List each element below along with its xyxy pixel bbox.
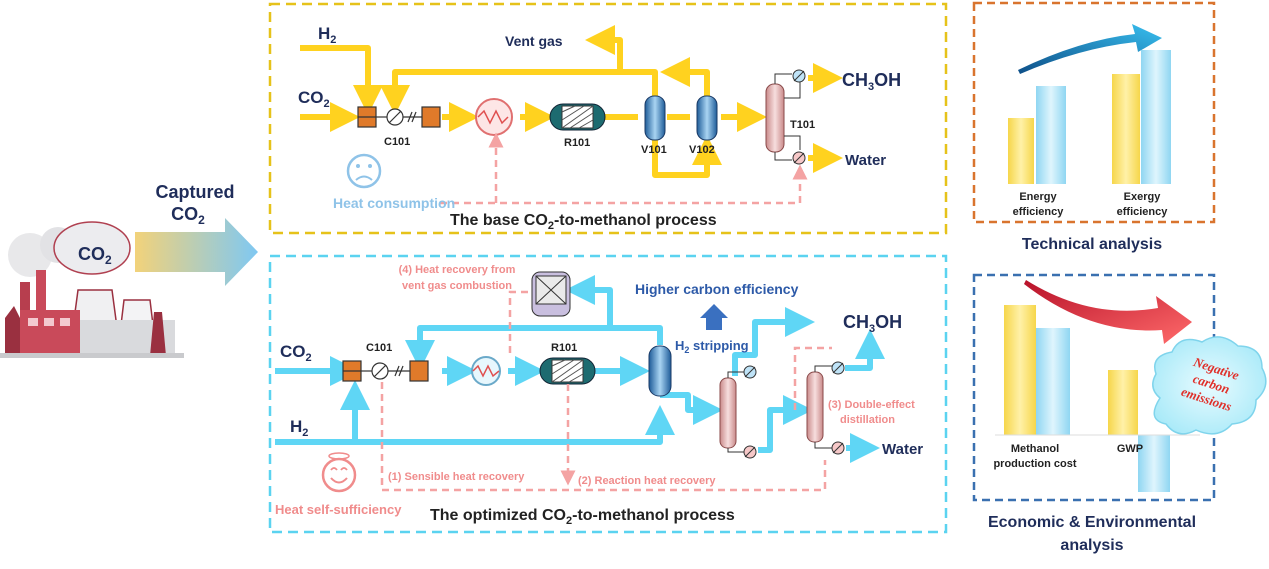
base-t101-label: T101	[790, 119, 815, 131]
plant-co2-label: CO2	[78, 244, 112, 267]
gwp-label: GWP	[1117, 443, 1143, 455]
base-heat-line	[440, 164, 808, 205]
economic-title-line2: analysis	[1060, 537, 1123, 554]
power-plant-icon	[0, 221, 184, 358]
base-streams	[300, 25, 843, 178]
cost-label-line1: Methanol	[1011, 443, 1059, 455]
opt-combustor	[531, 271, 571, 317]
technical-analysis-box	[972, 1, 1216, 224]
base-process-box	[268, 2, 948, 235]
opt-flash-vessel	[648, 345, 672, 397]
higher-carbon-label: Higher carbon efficiency	[635, 281, 799, 297]
base-vent-gas-label: Vent gas	[505, 33, 563, 49]
energy-label-line2: efficiency	[1013, 206, 1065, 218]
technical-up-arrow-icon	[1018, 24, 1162, 74]
energy-bar-base	[1008, 118, 1034, 184]
smile-face-icon	[321, 452, 357, 493]
base-h2-label: H2	[318, 24, 336, 46]
opt-heat-recovery-lines	[380, 290, 832, 492]
base-reactor-r101	[549, 103, 606, 131]
technical-analysis-title: Technical analysis	[1022, 236, 1162, 253]
heat-recovery-4-line1: (4) Heat recovery from	[399, 264, 516, 276]
opt-r101-label: R101	[551, 342, 577, 354]
opt-water-label: Water	[882, 441, 923, 458]
base-v101-label: V101	[641, 144, 667, 156]
base-v102-label: V102	[689, 144, 715, 156]
exergy-label-line2: efficiency	[1117, 206, 1169, 218]
heat-self-sufficiency-label: Heat self-sufficiency	[275, 502, 402, 517]
gwp-bar-base	[1108, 370, 1138, 435]
economic-down-arrow-icon	[1024, 280, 1192, 344]
opt-h2-label: H2	[290, 417, 308, 439]
base-ch3oh-label: CH3OH	[842, 70, 901, 93]
base-co2-label: CO2	[298, 88, 330, 110]
optimized-process-box	[268, 254, 948, 534]
economic-title-line1: Economic & Environmental	[988, 514, 1196, 531]
base-process-title: The base CO2-to-methanol process	[450, 212, 717, 232]
optimized-streams	[275, 275, 885, 463]
opt-heat-exchanger	[471, 356, 501, 386]
captured-co2-arrow	[135, 218, 258, 286]
heat-consumption-label: Heat consumption	[333, 195, 455, 211]
negative-emissions-cloud-icon	[1152, 336, 1267, 435]
cost-label-line2: production cost	[993, 458, 1076, 470]
heat-recovery-4-line2: vent gas combustion	[402, 280, 512, 292]
base-compressor-c101	[357, 106, 441, 128]
opt-reactor-r101	[539, 357, 596, 385]
captured-label-line1: Captured	[155, 182, 234, 202]
base-water-label: Water	[845, 152, 886, 169]
base-column-t101	[765, 69, 806, 165]
sensible-heat-label: (1) Sensible heat recovery	[388, 471, 525, 483]
sad-face-icon	[346, 153, 382, 189]
cost-bar-optimized	[1036, 328, 1070, 435]
double-effect-line1: (3) Double-effect	[828, 399, 915, 411]
captured-label-line2: CO2	[171, 204, 205, 227]
base-flash-v101	[644, 95, 666, 141]
opt-c101-label: C101	[366, 342, 392, 354]
opt-column-2	[806, 361, 845, 455]
optimized-process-title: The optimized CO2-to-methanol process	[430, 507, 735, 527]
opt-ch3oh-label: CH3OH	[843, 312, 902, 335]
reaction-heat-label: (2) Reaction heat recovery	[578, 475, 716, 487]
opt-column-1	[719, 365, 757, 459]
cost-bar-base	[1004, 305, 1036, 435]
opt-compressor-c101	[342, 360, 429, 382]
opt-co2-label: CO2	[280, 342, 312, 364]
exergy-bar-optimized	[1141, 50, 1171, 184]
energy-label-line1: Energy	[1019, 191, 1057, 203]
exergy-bar-base	[1112, 74, 1140, 184]
base-c101-label: C101	[384, 136, 410, 148]
double-effect-line2: distillation	[840, 414, 895, 426]
base-heat-exchanger	[475, 98, 513, 136]
gwp-bar-optimized	[1138, 435, 1170, 492]
higher-carbon-arrow	[700, 304, 728, 330]
h2-stripping-label: H2 stripping	[675, 338, 749, 355]
base-r101-label: R101	[564, 137, 590, 149]
base-flash-v102	[696, 95, 718, 141]
exergy-label-line1: Exergy	[1124, 191, 1162, 203]
energy-bar-optimized	[1036, 86, 1066, 184]
